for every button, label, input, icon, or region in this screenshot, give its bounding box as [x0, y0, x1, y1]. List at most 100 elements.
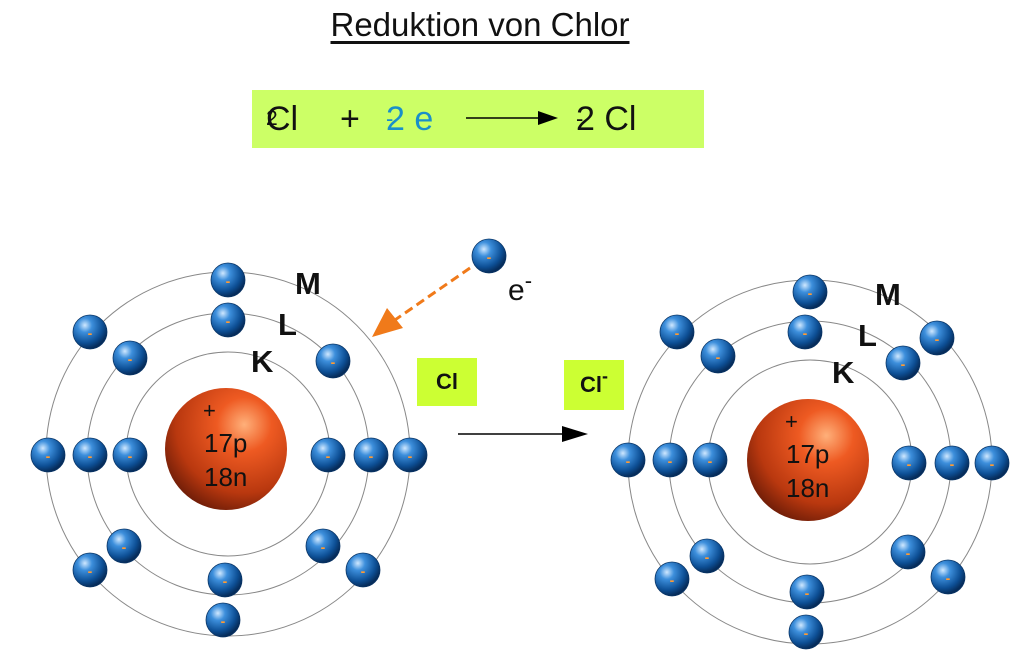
electron-charge: -: [803, 325, 808, 341]
electron-charge: -: [128, 351, 133, 367]
electron: -: [345, 552, 381, 588]
electron: -: [890, 534, 926, 570]
electron-charge: -: [226, 273, 231, 289]
electron-charge: -: [907, 456, 912, 472]
proton-count: 17p: [786, 439, 829, 469]
electron-sphere: [689, 538, 725, 574]
electron-charge: -: [946, 570, 951, 586]
electron: -: [30, 437, 66, 473]
electron: -: [974, 445, 1010, 481]
free-electron-symbol: e: [508, 274, 525, 307]
electron-charge: -: [46, 448, 51, 464]
electron-sphere: [934, 445, 970, 481]
electron: -: [471, 238, 507, 274]
electron-sphere: [890, 534, 926, 570]
nucleus: [747, 399, 869, 521]
reactant-subscript: 2: [266, 107, 278, 130]
electron: -: [72, 437, 108, 473]
electron-sphere: [789, 574, 825, 610]
product-text: 2 Cl: [576, 100, 637, 138]
electron: -: [659, 314, 695, 350]
electron-sphere: [310, 437, 346, 473]
electron-sphere: [392, 437, 428, 473]
electron-charge: -: [675, 325, 680, 341]
electron: -: [106, 528, 142, 564]
electron-charge: -: [331, 354, 336, 370]
electron-sphere: [305, 528, 341, 564]
electron-charge: -: [705, 549, 710, 565]
electron-sphere: [610, 442, 646, 478]
electron-charge: -: [626, 453, 631, 469]
nucleus-charge: +: [203, 398, 216, 423]
electron: -: [792, 274, 828, 310]
electron: -: [788, 614, 824, 650]
electron-charge: -: [221, 613, 226, 629]
electron-charge: -: [668, 453, 673, 469]
electrons-text: 2 e: [386, 100, 434, 138]
electron: -: [930, 559, 966, 595]
electron-sphere: [792, 274, 828, 310]
electron: -: [610, 442, 646, 478]
transition-arrow-head: [562, 426, 588, 442]
electron: -: [789, 574, 825, 610]
equation-plus: +: [340, 100, 360, 138]
electron: -: [72, 314, 108, 350]
electron-sphere: [30, 437, 66, 473]
electron-sphere: [112, 437, 148, 473]
electron-sphere: [652, 442, 688, 478]
electron-charge: -: [88, 563, 93, 579]
electron-sphere: [891, 445, 927, 481]
electron-sphere: [106, 528, 142, 564]
electron: -: [700, 338, 736, 374]
electron-sphere: [930, 559, 966, 595]
electron: -: [315, 343, 351, 379]
electron-sphere: [345, 552, 381, 588]
shell-label-k: K: [832, 355, 855, 390]
product-superscript: -: [576, 106, 584, 131]
electron-charge: -: [935, 331, 940, 347]
incoming-electron-arrow: [391, 266, 471, 324]
electron-sphere: [72, 437, 108, 473]
electron-charge: -: [808, 285, 813, 301]
neutron-count: 18n: [786, 473, 829, 503]
electron-charge: -: [901, 356, 906, 372]
electron-charge: -: [408, 448, 413, 464]
chloride-ion: + 17p 18n K L M ------------------: [610, 274, 1010, 650]
electron-charge: -: [487, 249, 492, 265]
shell-label-l: L: [278, 307, 297, 342]
electron-sphere: [205, 602, 241, 638]
electron: -: [205, 602, 241, 638]
ion-tag-text: Cl: [580, 372, 602, 397]
neutron-count: 18n: [204, 462, 247, 492]
electron-charge: -: [708, 453, 713, 469]
electron-sphere: [353, 437, 389, 473]
electron: -: [692, 442, 728, 478]
electron-charge: -: [716, 349, 721, 365]
electron-charge: -: [128, 448, 133, 464]
electron-sphere: [974, 445, 1010, 481]
reactant-symbol: Cl: [266, 100, 299, 138]
electron: -: [891, 445, 927, 481]
atom-tag-text: Cl: [436, 369, 458, 394]
electron: -: [392, 437, 428, 473]
page-title: Reduktion von Chlor: [330, 6, 630, 43]
electron: -: [210, 262, 246, 298]
electron-sphere: [788, 614, 824, 650]
electron-sphere: [72, 552, 108, 588]
electron: -: [310, 437, 346, 473]
incoming-arrow-head: [372, 308, 403, 337]
electron-superscript: -: [386, 106, 394, 131]
electron-sphere: [207, 562, 243, 598]
electron-sphere: [787, 314, 823, 350]
electron-sphere: [654, 561, 690, 597]
atom-tag: Cl: [417, 358, 477, 406]
electron: -: [210, 302, 246, 338]
electron: -: [652, 442, 688, 478]
electron-charge: -: [321, 539, 326, 555]
electron-sphere: [885, 345, 921, 381]
electron-sphere: [210, 262, 246, 298]
free-electron: -: [471, 238, 507, 274]
electron-charge: -: [88, 448, 93, 464]
